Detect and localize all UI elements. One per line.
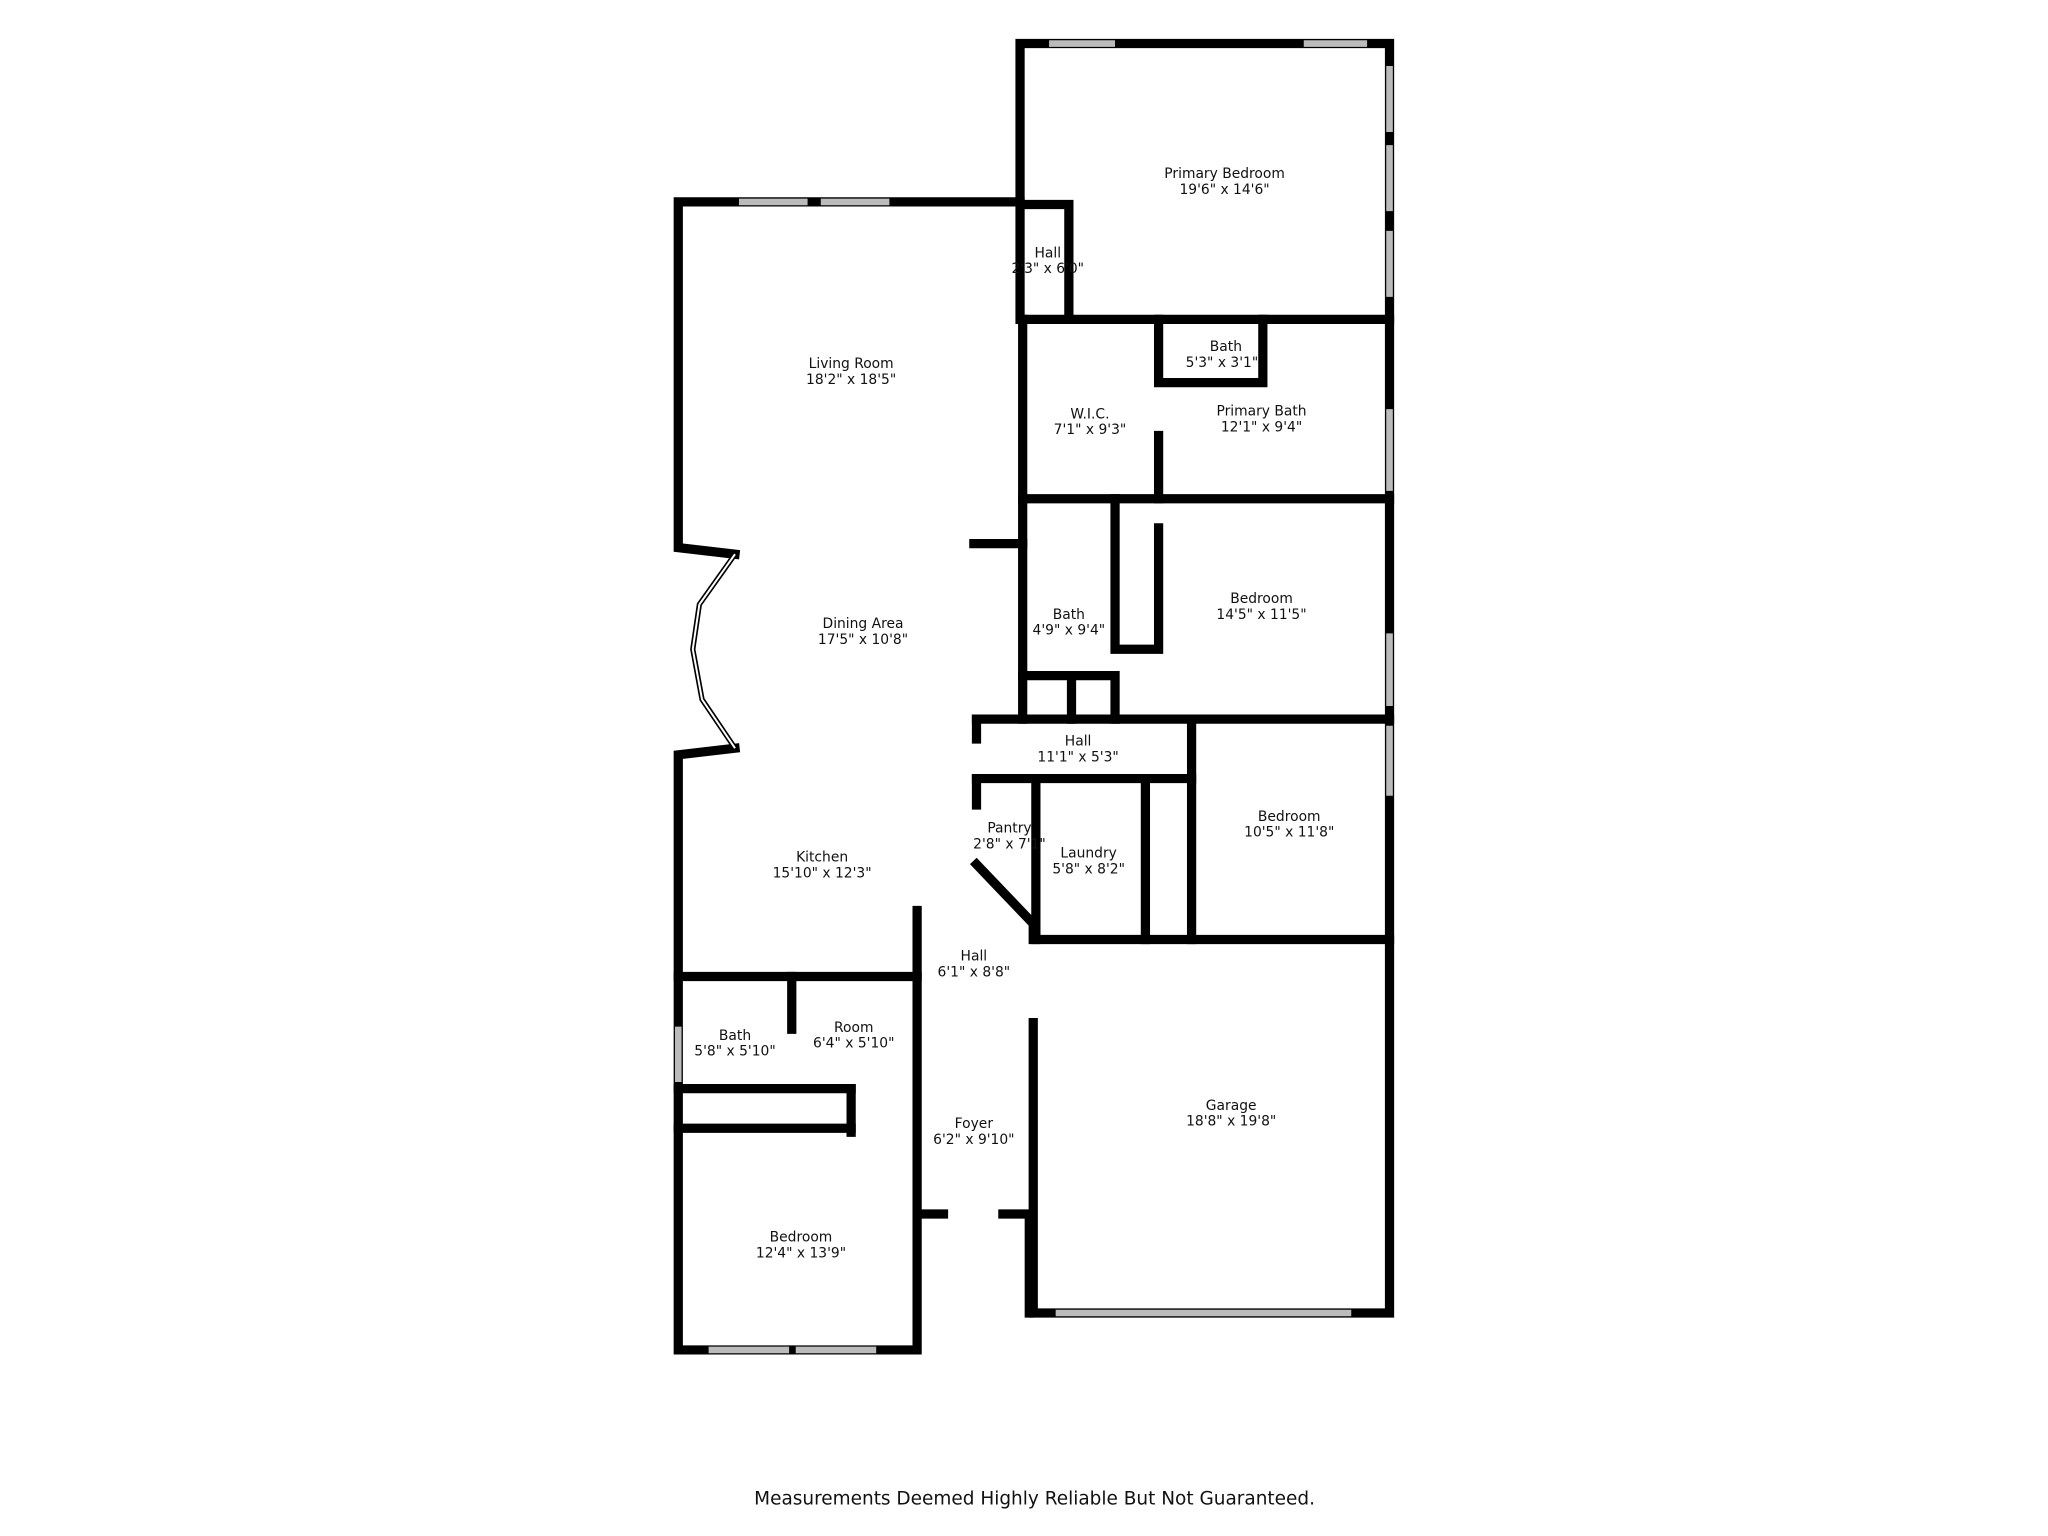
svg-text:Pantry: Pantry [987, 821, 1031, 837]
svg-text:Bedroom: Bedroom [1258, 809, 1321, 825]
svg-text:Foyer: Foyer [955, 1116, 994, 1132]
svg-text:18'2" x 18'5": 18'2" x 18'5" [806, 372, 896, 388]
svg-text:11'1" x 5'3": 11'1" x 5'3" [1037, 749, 1118, 765]
svg-text:10'5" x 11'8": 10'5" x 11'8" [1244, 825, 1334, 841]
svg-text:Room: Room [834, 1020, 873, 1036]
svg-text:12'1" x 9'4": 12'1" x 9'4" [1221, 420, 1302, 436]
svg-text:Bedroom: Bedroom [1230, 591, 1293, 607]
svg-text:Kitchen: Kitchen [796, 850, 848, 866]
svg-text:Bedroom: Bedroom [770, 1230, 833, 1246]
svg-text:18'8" x 19'8": 18'8" x 19'8" [1186, 1114, 1276, 1130]
svg-text:12'4" x 13'9": 12'4" x 13'9" [756, 1246, 846, 1262]
svg-text:Bath: Bath [719, 1028, 751, 1044]
svg-text:15'10" x 12'3": 15'10" x 12'3" [773, 866, 872, 882]
svg-text:Living Room: Living Room [809, 356, 894, 372]
svg-text:5'3" x 3'1": 5'3" x 3'1" [1186, 355, 1259, 371]
svg-text:Garage: Garage [1206, 1098, 1257, 1114]
svg-text:5'8" x 8'2": 5'8" x 8'2" [1052, 862, 1125, 878]
svg-text:17'5" x 10'8": 17'5" x 10'8" [818, 632, 908, 648]
svg-text:Bath: Bath [1210, 339, 1242, 355]
svg-text:6'1" x 8'8": 6'1" x 8'8" [938, 964, 1011, 980]
room-wic: W.I.C.7'1" x 9'3" [1054, 406, 1127, 438]
svg-text:4'9" x 9'4": 4'9" x 9'4" [1033, 623, 1106, 639]
svg-text:Bath: Bath [1053, 607, 1085, 623]
windows [674, 40, 1393, 1354]
svg-text:Primary Bath: Primary Bath [1216, 404, 1306, 420]
svg-text:14'5" x 11'5": 14'5" x 11'5" [1216, 607, 1306, 623]
svg-text:Primary Bedroom: Primary Bedroom [1164, 166, 1285, 182]
svg-text:5'8" x 5'10": 5'8" x 5'10" [694, 1044, 775, 1060]
svg-text:2'8" x 7'1": 2'8" x 7'1" [973, 836, 1046, 852]
walls [673, 38, 1395, 1355]
svg-text:Hall: Hall [1034, 245, 1061, 261]
svg-text:7'1" x 9'3": 7'1" x 9'3" [1054, 422, 1127, 438]
svg-text:6'4" x 5'10": 6'4" x 5'10" [813, 1036, 894, 1052]
svg-text:Laundry: Laundry [1060, 846, 1116, 862]
disclaimer-footer: Measurements Deemed Highly Reliable But … [754, 1488, 1315, 1509]
svg-text:Hall: Hall [1065, 734, 1092, 750]
svg-text:Hall: Hall [961, 949, 988, 965]
svg-text:19'6" x 14'6": 19'6" x 14'6" [1179, 182, 1269, 198]
svg-text:2'3" x 6'0": 2'3" x 6'0" [1011, 261, 1084, 277]
svg-text:Dining Area: Dining Area [823, 616, 904, 632]
svg-text:6'2" x 9'10": 6'2" x 9'10" [933, 1132, 1014, 1148]
svg-text:W.I.C.: W.I.C. [1070, 406, 1109, 422]
